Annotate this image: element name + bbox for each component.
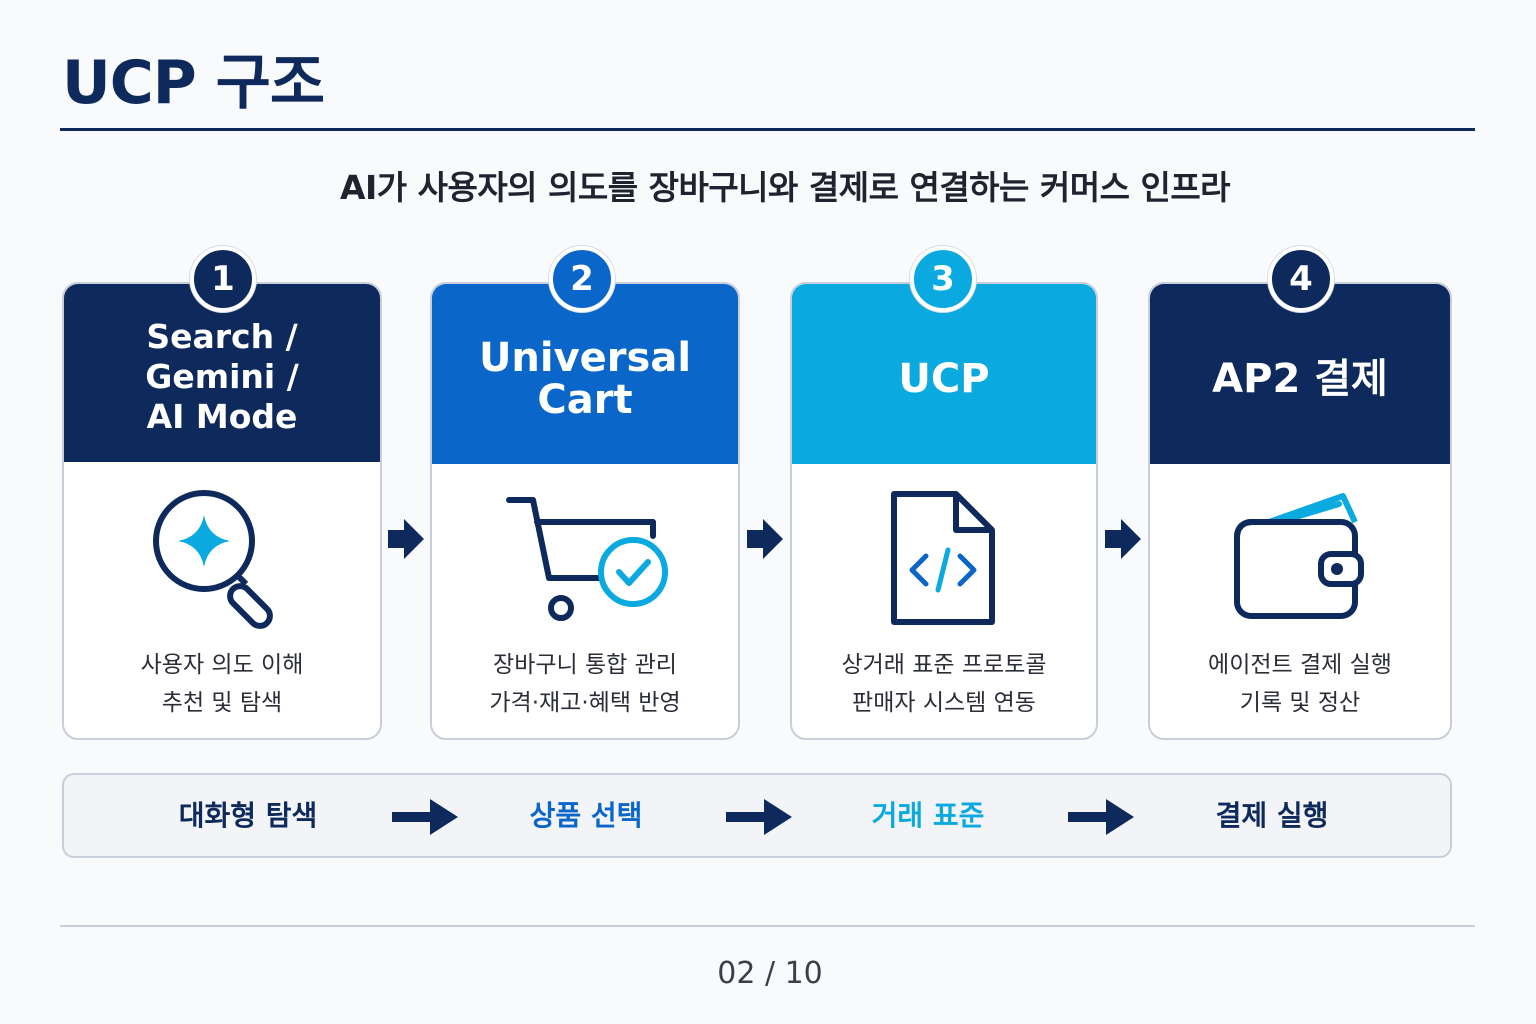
page-number: 02 / 10 [717, 956, 823, 991]
footer-divider [60, 925, 1475, 927]
step-3-desc-line: 판매자 시스템 연동 [852, 690, 1036, 716]
step-3-desc-line: 상거래 표준 프로토콜 [841, 652, 1047, 678]
step-1-desc-line: 추천 및 탐색 [161, 690, 283, 716]
step-4-description: 에이전트 결제 실행 기록 및 정산 [1150, 646, 1450, 722]
step-4-badge: 4 [1268, 246, 1334, 312]
step-2-title-line: Cart [537, 377, 633, 423]
flow-summary-bar: 대화형 탐색 상품 선택 거래 표준 결제 실행 [62, 773, 1452, 858]
code-document-icon [792, 484, 1096, 634]
flow-label-transaction-standard: 거래 표준 [871, 799, 985, 832]
step-3-badge: 3 [910, 246, 976, 312]
step-1-header: Search / Gemini / AI Mode [64, 284, 380, 462]
arrow-right-icon [1105, 519, 1141, 559]
flow-label-payment-execution: 결제 실행 [1215, 799, 1329, 832]
step-1-badge: 1 [190, 246, 256, 312]
step-1-title-line: Search / [146, 317, 298, 356]
step-2-desc-line: 장바구니 통합 관리 [493, 652, 677, 678]
title-divider [60, 128, 1475, 131]
step-2-description: 장바구니 통합 관리 가격·재고·혜택 반영 [432, 646, 738, 722]
step-3-description: 상거래 표준 프로토콜 판매자 시스템 연동 [792, 646, 1096, 722]
step-3-title-line: UCP [898, 356, 990, 402]
step-2-desc-line: 가격·재고·혜택 반영 [489, 690, 681, 716]
wallet-icon [1150, 484, 1450, 634]
step-1-title-line: AI Mode [146, 397, 298, 436]
flow-label-product-selection: 상품 선택 [529, 799, 643, 832]
step-card-ap2-payment: AP2 결제 에이전트 결제 실행 기록 및 정산 [1148, 282, 1452, 740]
arrow-right-icon [392, 799, 458, 835]
step-1-title-line: Gemini / [145, 357, 299, 396]
step-4-desc-line: 에이전트 결제 실행 [1208, 652, 1392, 678]
step-4-title-line: AP2 결제 [1212, 356, 1388, 402]
flow-label-conversational-search: 대화형 탐색 [178, 799, 318, 832]
step-4-header: AP2 결제 [1150, 284, 1450, 464]
page-subtitle: AI가 사용자의 의도를 장바구니와 결제로 연결하는 커머스 인프라 [339, 168, 1231, 207]
step-card-universal-cart: Universal Cart 장바구니 통합 관리 가격·재고·혜택 반영 [430, 282, 740, 740]
magnifier-sparkle-icon [64, 484, 380, 634]
arrow-right-icon [388, 519, 424, 559]
arrow-right-icon [1068, 799, 1134, 835]
arrow-right-icon [747, 519, 783, 559]
arrow-right-icon [726, 799, 792, 835]
step-2-badge: 2 [549, 246, 615, 312]
step-1-desc-line: 사용자 의도 이해 [140, 652, 304, 678]
step-card-ucp: UCP 상거래 표준 프로토콜 판매자 시스템 연동 [790, 282, 1098, 740]
step-2-title-line: Universal [478, 335, 692, 381]
step-card-search: Search / Gemini / AI Mode 사용자 의도 이해 추천 및… [62, 282, 382, 740]
step-1-description: 사용자 의도 이해 추천 및 탐색 [64, 646, 380, 722]
page-title: UCP 구조 [62, 48, 325, 118]
step-3-header: UCP [792, 284, 1096, 464]
cart-check-icon [432, 484, 738, 634]
step-2-header: Universal Cart [432, 284, 738, 464]
step-4-desc-line: 기록 및 정산 [1239, 690, 1361, 716]
